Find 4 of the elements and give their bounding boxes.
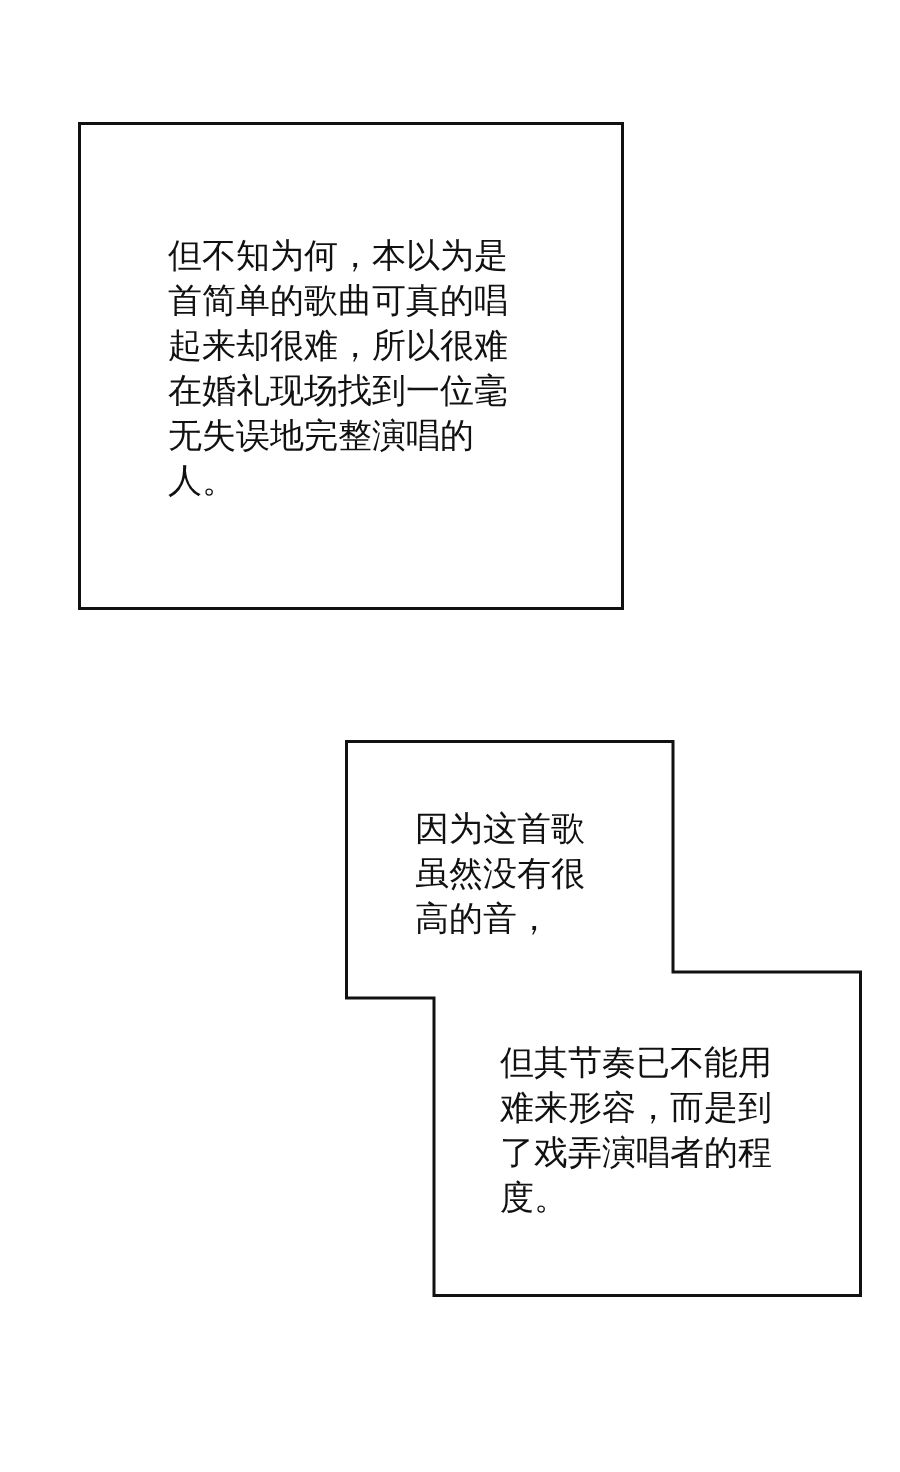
caption-text: 因为这首歌虽然没有很高的音， [415,807,586,940]
caption-box [78,122,624,610]
caption-text: 但其节奏已不能用难来形容，而是到了戏弄演唱者的程度。 [500,1041,773,1219]
caption-text: 但不知为何，本以为是首简单的歌曲可真的唱起来却很难，所以很难在婚礼现场找到一位毫无失误地完整演唱的人。 [168,234,509,502]
